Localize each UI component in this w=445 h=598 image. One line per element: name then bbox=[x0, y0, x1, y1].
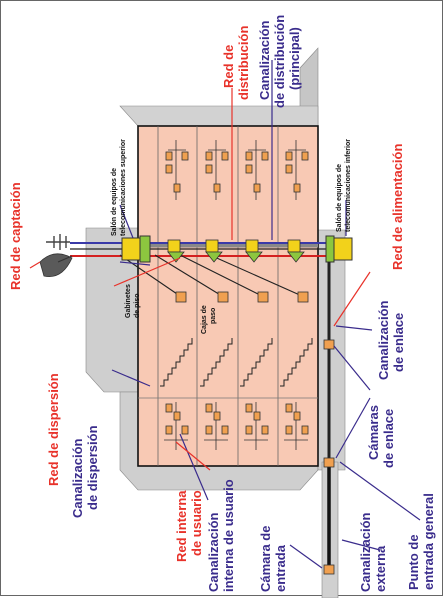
label-red-dispersion: Red de dispersión bbox=[46, 373, 61, 486]
label-gabinetes-2: de piso bbox=[134, 293, 141, 318]
label-camara-entrada-1: Cámara de bbox=[258, 526, 273, 592]
label-canal-enlace-1: Canalización bbox=[376, 300, 391, 380]
antenna-icon bbox=[46, 234, 70, 250]
upper-gray-block bbox=[119, 105, 319, 127]
label-salon-superior-2: telecomunicaciones superior bbox=[120, 139, 127, 236]
label-red-interna-2: de usuario bbox=[189, 490, 204, 556]
label-camara-entrada-2: entrada bbox=[273, 544, 288, 592]
label-canal-enlace-2: de enlace bbox=[391, 313, 406, 372]
label-red-distribucion-1: Red de bbox=[221, 45, 236, 88]
label-canal-externa-1: Canalización bbox=[358, 512, 373, 592]
red-pointers bbox=[29, 88, 371, 471]
floor-cabinets bbox=[167, 239, 305, 263]
staircases bbox=[160, 338, 313, 387]
label-red-alimentacion: Red de alimentación bbox=[390, 144, 405, 270]
pass-boxes bbox=[175, 291, 309, 303]
label-salon-superior-1: Salón de equipos de bbox=[111, 168, 118, 236]
label-red-distribucion-2: distribución bbox=[236, 26, 251, 100]
label-canal-dispersion-1: Canalización bbox=[70, 438, 85, 518]
top-user-networks bbox=[165, 140, 309, 200]
label-camaras-enlace-1: Cámaras bbox=[366, 405, 381, 460]
label-punto-entrada-1: Punto de bbox=[406, 534, 421, 590]
label-camaras-enlace-2: de enlace bbox=[381, 409, 396, 468]
blue-pointers bbox=[111, 60, 421, 569]
label-canal-distribucion-1: Canalización bbox=[257, 20, 272, 100]
link-chambers bbox=[323, 339, 335, 575]
dispersion-lines bbox=[119, 254, 303, 297]
building-column-lines bbox=[157, 126, 279, 466]
label-salon-inferior-2: telecomunicaciones inferior bbox=[345, 139, 352, 232]
label-salon-inferior-1: Salón de equipos de bbox=[336, 164, 343, 232]
label-gabinetes-1: Gabinetes bbox=[125, 284, 132, 318]
label-canal-distribucion-3: (principal) bbox=[287, 27, 302, 90]
bottom-user-networks bbox=[164, 402, 309, 450]
label-canal-interna-2: interna de usuario bbox=[221, 479, 236, 592]
label-canal-dispersion-2: de dispersión bbox=[85, 425, 100, 510]
label-cajas-2: paso bbox=[210, 308, 217, 324]
upper-equipment-room bbox=[121, 235, 151, 263]
label-red-interna-1: Red interna bbox=[174, 490, 189, 562]
label-canal-interna-1: Canalización bbox=[206, 512, 221, 592]
label-canal-externa-2: externa bbox=[373, 545, 388, 592]
label-punto-entrada-2: entrada general bbox=[421, 493, 436, 590]
lower-equipment-room bbox=[325, 235, 353, 263]
satellite-dish-icon bbox=[39, 253, 73, 277]
label-canal-distribucion-2: de distribución bbox=[272, 15, 287, 108]
label-cajas-1: Cajas de bbox=[201, 305, 208, 334]
right-gray-shaft bbox=[317, 229, 346, 471]
label-red-captacion: Red de captación bbox=[8, 182, 23, 290]
